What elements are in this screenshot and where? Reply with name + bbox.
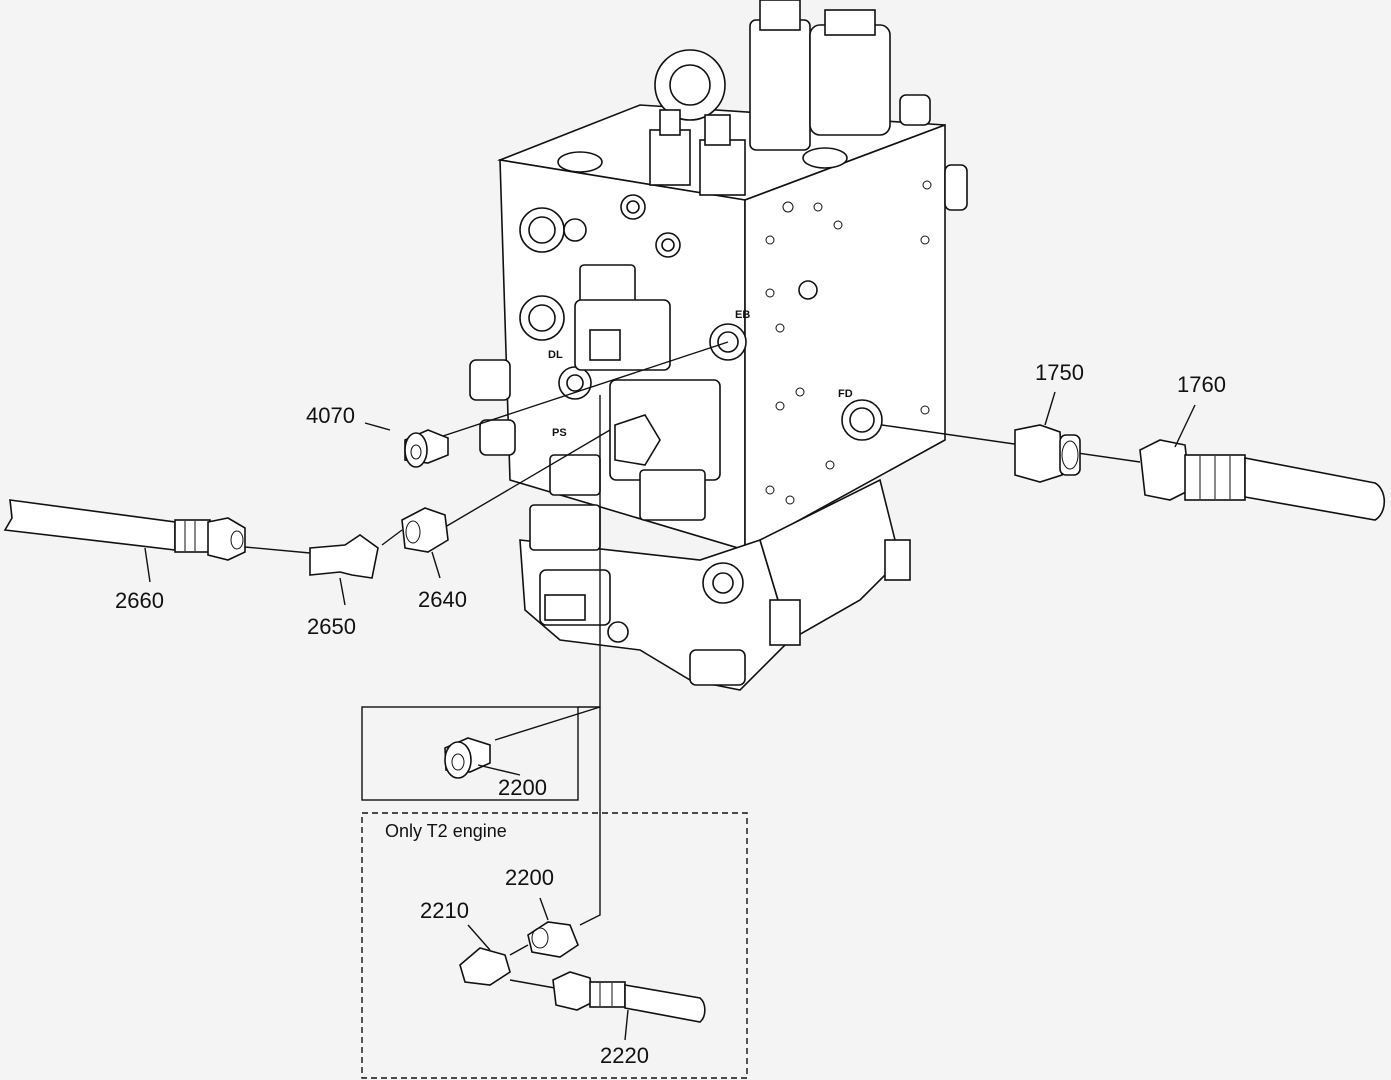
part-4070-plug: 4070 bbox=[306, 341, 729, 468]
port-label-fd: FD bbox=[838, 388, 853, 400]
callout-2200-b: 2200 bbox=[505, 865, 554, 890]
callout-4070: 4070 bbox=[306, 403, 355, 428]
port-label-ps: PS bbox=[552, 427, 567, 439]
leader-line-t2 bbox=[579, 707, 601, 926]
callout-2650: 2650 bbox=[307, 614, 356, 639]
note-only-t2-engine: Only T2 engine bbox=[385, 821, 507, 841]
callout-1760: 1760 bbox=[1177, 372, 1226, 397]
callout-1750: 1750 bbox=[1035, 360, 1084, 385]
part-2650-elbow: 2650 bbox=[244, 529, 403, 639]
inset-box-2200: 2200 bbox=[361, 706, 601, 801]
callout-2200-a: 2200 bbox=[498, 775, 547, 800]
callout-2660: 2660 bbox=[115, 588, 164, 613]
valve-block: EB DL PS FD bbox=[469, 0, 968, 691]
part-1760-hose: 1760 bbox=[1139, 372, 1386, 521]
part-2660-hose: 2660 bbox=[3, 499, 246, 613]
port-label-dl: DL bbox=[548, 349, 563, 361]
part-2640-adapter: 2640 bbox=[401, 429, 611, 612]
part-1750-adapter: 1750 bbox=[881, 360, 1141, 483]
callout-2640: 2640 bbox=[418, 587, 467, 612]
callout-2220: 2220 bbox=[600, 1043, 649, 1068]
callout-2210: 2210 bbox=[420, 898, 469, 923]
inset-box-t2-engine: Only T2 engine 2200 2210 2220 bbox=[361, 812, 748, 1079]
port-label-eb: EB bbox=[735, 309, 750, 321]
